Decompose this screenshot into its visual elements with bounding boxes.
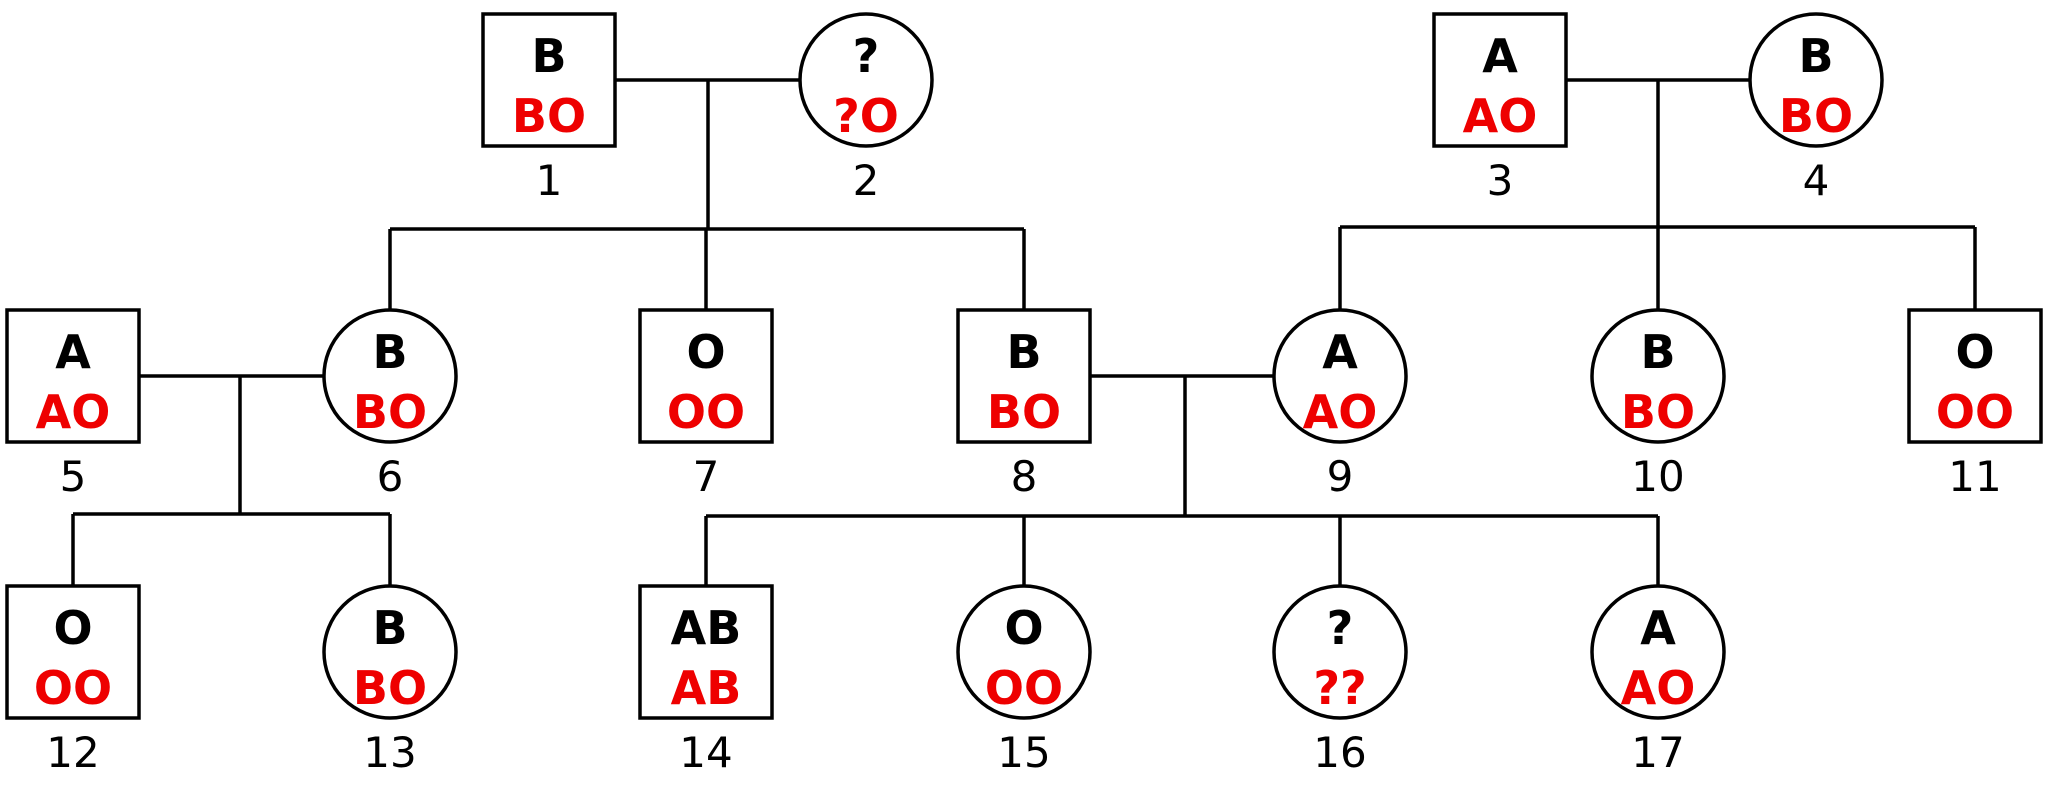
individual-17: A AO 17 xyxy=(1590,584,1726,777)
genotype-label: BO xyxy=(353,661,427,715)
individual-number: 8 xyxy=(1011,452,1038,501)
individual-number: 14 xyxy=(679,728,732,777)
phenotype-label: ? xyxy=(853,29,880,83)
phenotype-label: B xyxy=(1640,325,1675,379)
individual-number: 4 xyxy=(1803,156,1830,205)
individual-6: B BO 6 xyxy=(322,308,458,501)
phenotype-label: A xyxy=(55,325,91,379)
individual-number: 15 xyxy=(997,728,1050,777)
genotype-label: AO xyxy=(36,385,111,439)
phenotype-label: O xyxy=(686,325,725,379)
individual-number: 11 xyxy=(1948,452,2001,501)
individual-number: 13 xyxy=(363,728,416,777)
individual-number: 7 xyxy=(693,452,720,501)
individual-1: B BO 1 xyxy=(481,12,617,205)
phenotype-label: O xyxy=(1955,325,1994,379)
male-square xyxy=(638,584,774,720)
genotype-label: OO xyxy=(985,661,1063,715)
individuals: BBO1??O2AAO3BBO4AAO5BBO6OOO7BBO8AAO9BBO1… xyxy=(5,12,2043,777)
individual-number: 12 xyxy=(46,728,99,777)
female-circle xyxy=(1590,584,1726,720)
female-circle xyxy=(1748,12,1884,148)
individual-number: 5 xyxy=(60,452,87,501)
phenotype-label: B xyxy=(1798,29,1833,83)
phenotype-label: A xyxy=(1640,601,1676,655)
phenotype-label: B xyxy=(372,601,407,655)
individual-number: 2 xyxy=(853,156,880,205)
phenotype-label: O xyxy=(53,601,92,655)
male-square xyxy=(5,308,141,444)
individual-4: B BO 4 xyxy=(1748,12,1884,205)
phenotype-label: ? xyxy=(1327,601,1354,655)
individual-number: 1 xyxy=(536,156,563,205)
individual-number: 17 xyxy=(1631,728,1684,777)
phenotype-label: AB xyxy=(671,601,742,655)
individual-number: 6 xyxy=(377,452,404,501)
genotype-label: OO xyxy=(667,385,745,439)
phenotype-label: B xyxy=(372,325,407,379)
genotype-label: OO xyxy=(34,661,112,715)
female-circle xyxy=(956,584,1092,720)
genotype-label: ?? xyxy=(1313,661,1366,715)
individual-13: B BO 13 xyxy=(322,584,458,777)
individual-16: ??? 16 xyxy=(1272,584,1408,777)
individual-14: AB AB 14 xyxy=(638,584,774,777)
phenotype-label: B xyxy=(531,29,566,83)
genotype-label: AO xyxy=(1303,385,1378,439)
connector-lines xyxy=(71,78,1977,586)
individual-8: B BO 8 xyxy=(956,308,1092,501)
individual-number: 16 xyxy=(1313,728,1366,777)
genotype-label: BO xyxy=(1621,385,1695,439)
genotype-label: OO xyxy=(1936,385,2014,439)
male-square xyxy=(638,308,774,444)
individual-3: A AO 3 xyxy=(1432,12,1568,205)
individual-2: ? ?O 2 xyxy=(798,12,934,205)
phenotype-label: A xyxy=(1322,325,1358,379)
phenotype-label: O xyxy=(1004,601,1043,655)
genotype-label: AO xyxy=(1621,661,1696,715)
genotype-label: AB xyxy=(671,661,742,715)
individual-9: A AO 9 xyxy=(1272,308,1408,501)
male-square xyxy=(956,308,1092,444)
genotype-label: BO xyxy=(987,385,1061,439)
female-circle xyxy=(322,584,458,720)
male-square xyxy=(481,12,617,148)
individual-number: 10 xyxy=(1631,452,1684,501)
genotype-label: BO xyxy=(1779,89,1853,143)
female-circle xyxy=(322,308,458,444)
individual-number: 9 xyxy=(1327,452,1354,501)
male-square xyxy=(5,584,141,720)
female-circle xyxy=(1272,584,1408,720)
female-circle xyxy=(798,12,934,148)
genotype-label: ?O xyxy=(833,89,899,143)
phenotype-label: A xyxy=(1482,29,1518,83)
individual-5: A AO 5 xyxy=(5,308,141,501)
male-square xyxy=(1907,308,2043,444)
genotype-label: BO xyxy=(512,89,586,143)
female-circle xyxy=(1590,308,1726,444)
male-square xyxy=(1432,12,1568,148)
individual-10: B BO 10 xyxy=(1590,308,1726,501)
genotype-label: AO xyxy=(1463,89,1538,143)
individual-number: 3 xyxy=(1487,156,1514,205)
genotype-label: BO xyxy=(353,385,427,439)
female-circle xyxy=(1272,308,1408,444)
phenotype-label: B xyxy=(1006,325,1041,379)
